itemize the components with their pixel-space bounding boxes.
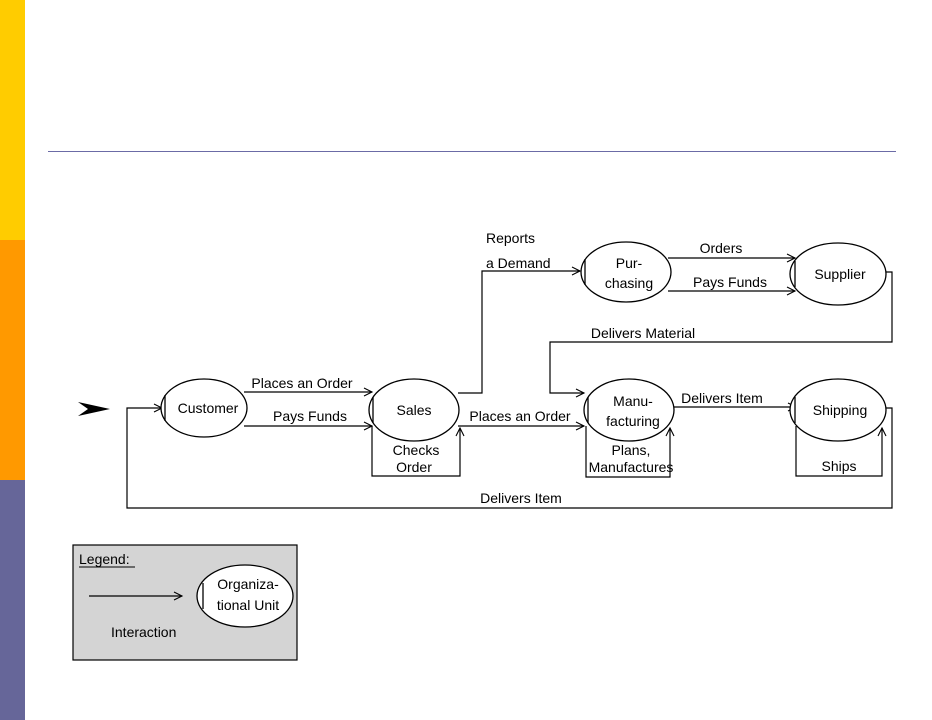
node-supplier-label: Supplier <box>814 266 866 282</box>
node-purchasing: Pur- chasing <box>580 241 672 303</box>
label-delivers-item-bottom: Delivers Item <box>480 490 562 506</box>
edge-sales-to-manufacturing <box>458 421 586 431</box>
label-delivers-item-top: Delivers Item <box>681 390 763 406</box>
edge-sales-self-check <box>371 426 465 477</box>
node-purchasing-label-line1: Pur- <box>616 255 643 271</box>
accent-stripe-bottom <box>0 480 25 720</box>
node-customer: Customer <box>160 378 248 438</box>
edge-purchasing-to-supplier-orders <box>668 253 797 263</box>
node-manufacturing-label-line2: facturing <box>606 413 660 429</box>
label-delivers-material: Delivers Material <box>591 325 695 341</box>
label-sales-checks-line2: Order <box>396 459 432 475</box>
label-orders: Orders <box>700 240 743 256</box>
label-sales-checks-line1: Checks <box>393 442 440 458</box>
node-sales-label: Sales <box>396 402 431 418</box>
edge-manufacturing-self <box>585 426 675 478</box>
node-manufacturing-label-line1: Manu- <box>613 393 653 409</box>
legend-unit-label-line1: Organiza- <box>217 576 279 592</box>
label-customer-pays-funds: Pays Funds <box>273 408 347 424</box>
label-reports-demand-line2: a Demand <box>486 255 551 271</box>
node-purchasing-label-line2: chasing <box>605 275 653 291</box>
node-supplier: Supplier <box>789 242 887 306</box>
start-arrow-icon <box>78 402 110 416</box>
legend-interaction-label: Interaction <box>111 624 176 640</box>
legend-unit-node: Organiza- tional Unit <box>196 564 294 628</box>
legend-interaction-arrow <box>89 591 184 601</box>
label-ships: Ships <box>821 458 856 474</box>
node-shipping: Shipping <box>789 378 887 442</box>
edge-purchasing-to-supplier-funds <box>668 286 797 296</box>
legend-box: Legend: Interaction Organiza- tional Uni… <box>72 544 298 661</box>
accent-stripe-middle <box>0 240 25 480</box>
label-purchasing-pays-funds: Pays Funds <box>693 274 767 290</box>
label-sales-places-order: Places an Order <box>469 408 570 424</box>
edge-sales-to-purchasing <box>458 266 582 394</box>
title-divider <box>48 151 896 152</box>
legend-unit-label-line2: tional Unit <box>217 597 279 613</box>
edge-customer-to-sales-order <box>244 387 374 397</box>
label-customer-places-order: Places an Order <box>251 375 352 391</box>
node-sales: Sales <box>368 378 460 442</box>
label-plans-line2: Manufactures <box>589 459 674 475</box>
edge-shipping-self <box>795 426 887 477</box>
node-manufacturing: Manu- facturing <box>583 378 675 442</box>
label-reports-demand-line1: Reports <box>486 230 535 246</box>
node-customer-label: Customer <box>178 400 239 416</box>
accent-stripe-top <box>0 0 25 240</box>
edge-supplier-to-manufacturing <box>549 271 893 398</box>
label-plans-line1: Plans, <box>612 442 651 458</box>
node-shipping-label: Shipping <box>813 402 868 418</box>
legend-title: Legend: <box>79 551 130 567</box>
